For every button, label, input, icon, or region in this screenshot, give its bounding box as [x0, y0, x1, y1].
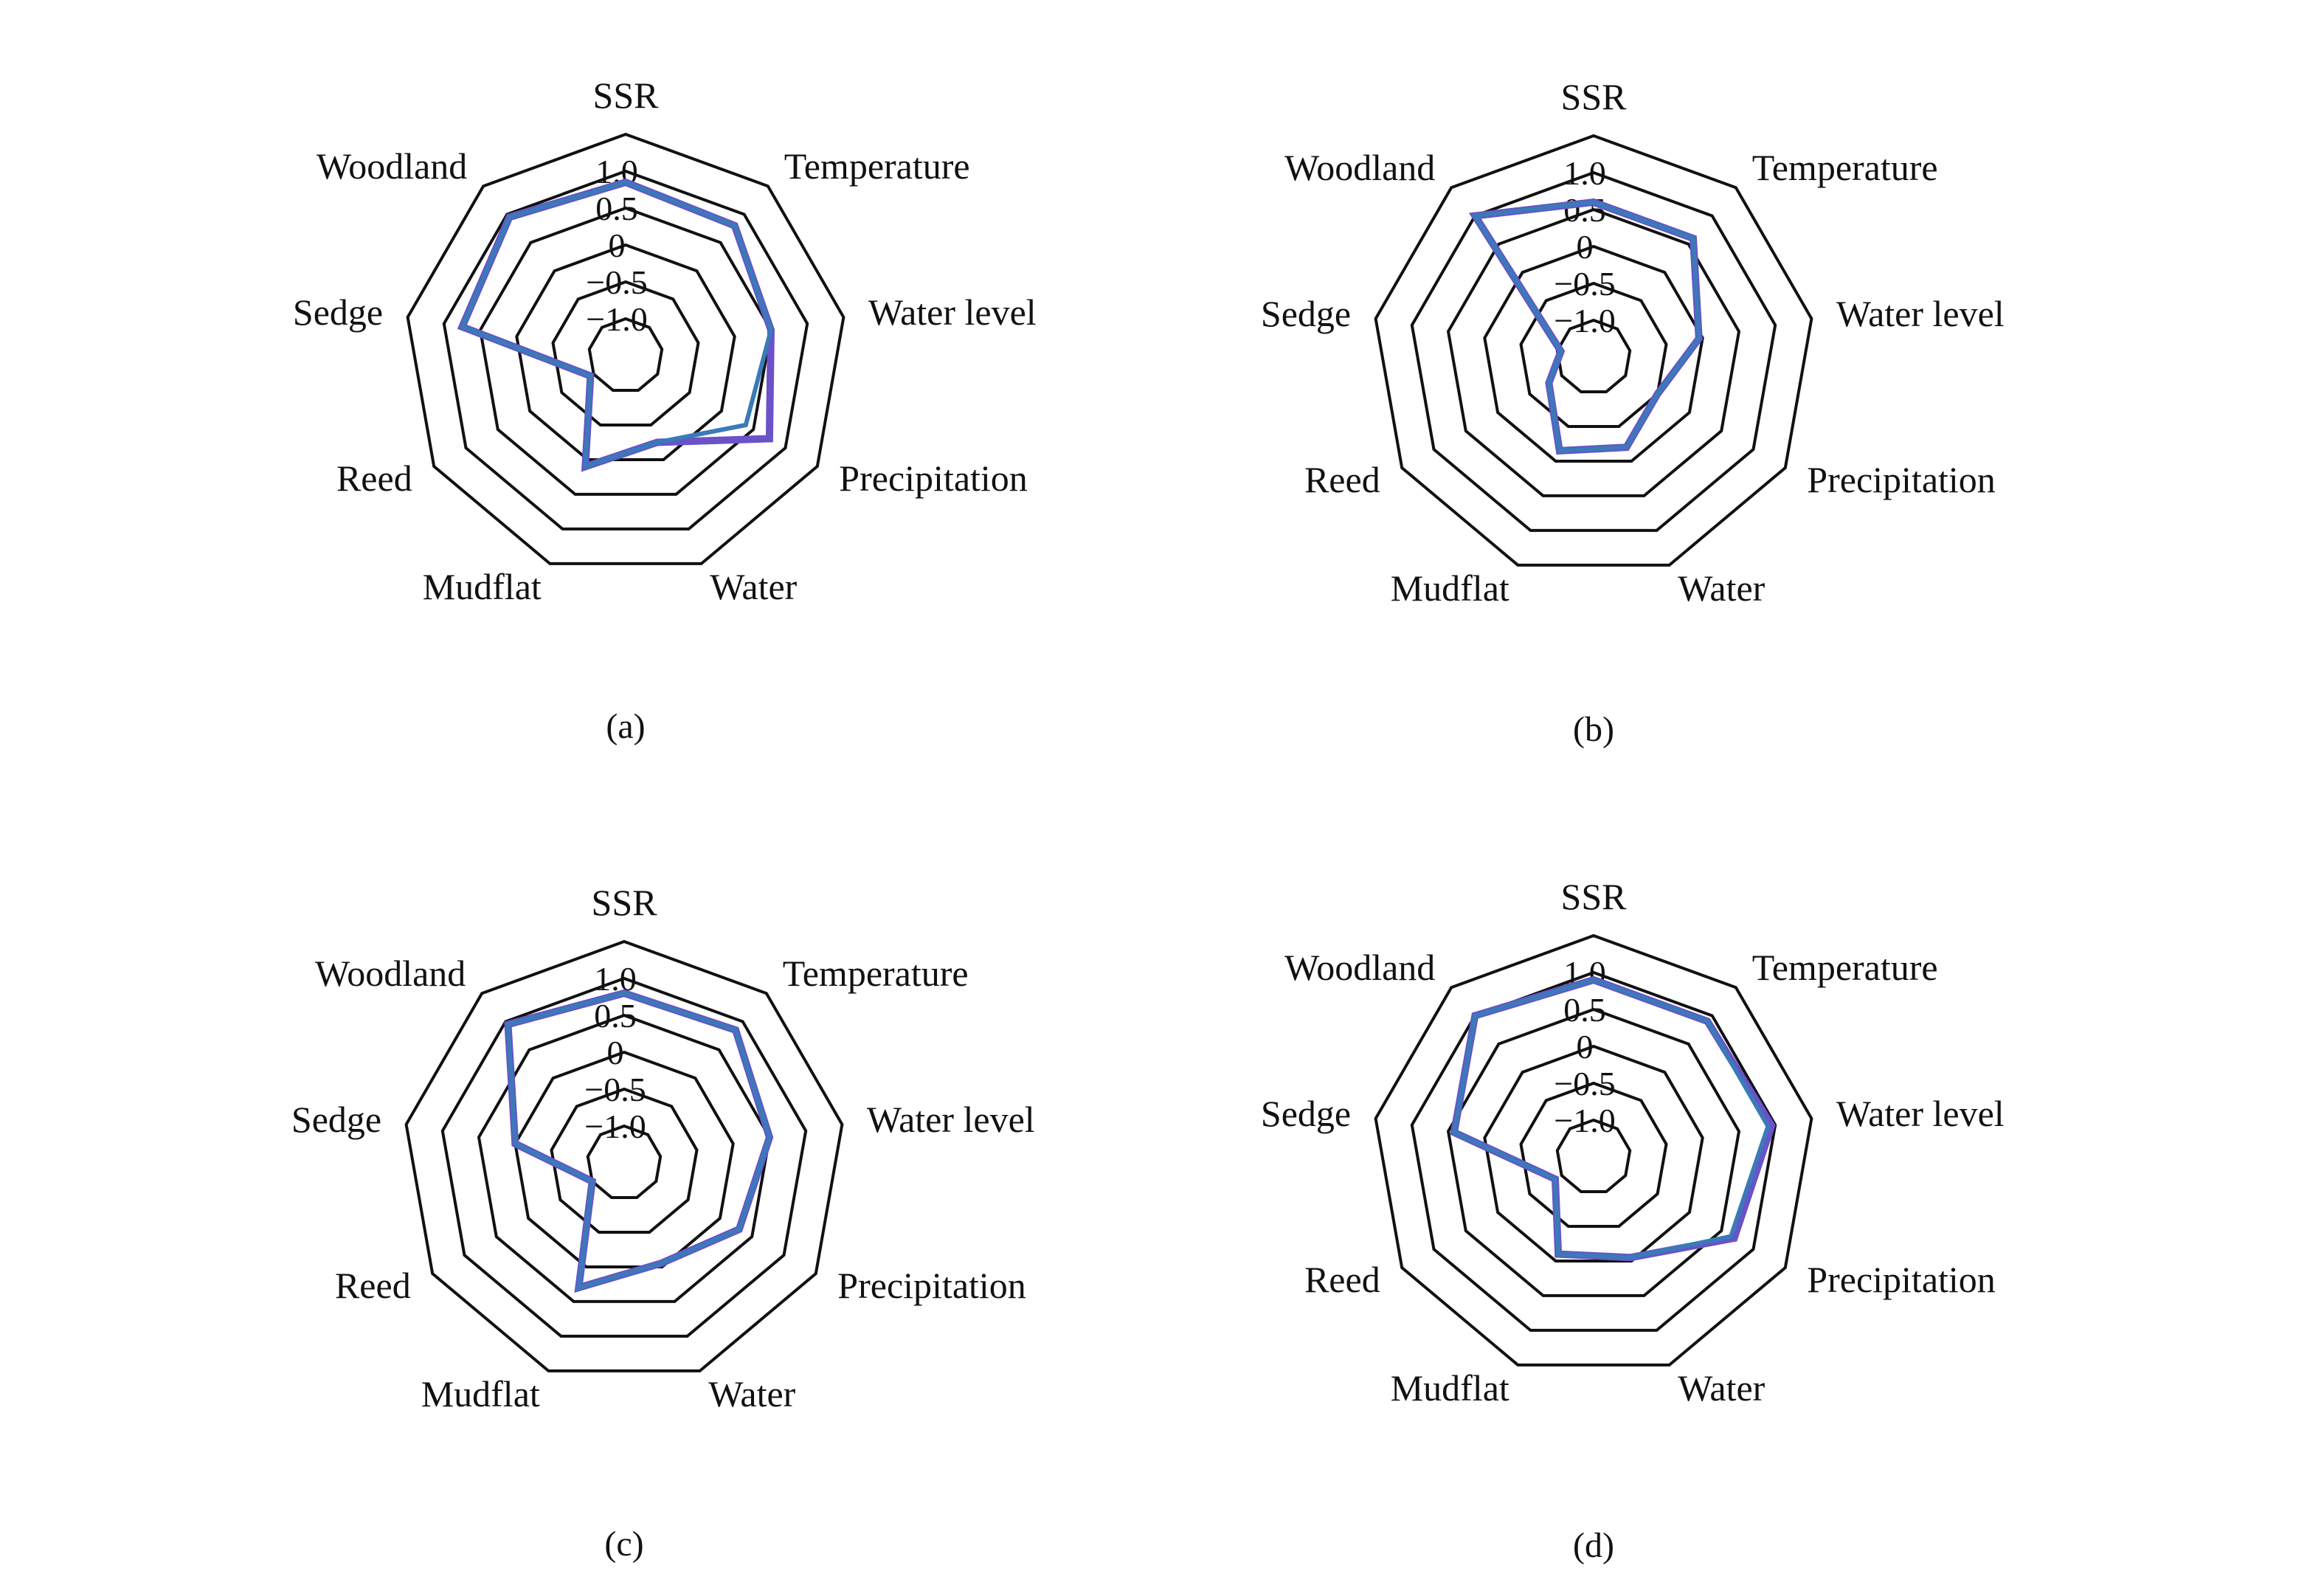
axis-label-precipitation: Precipitation	[1807, 459, 1996, 500]
axis-label-water-level: Water level	[1836, 1093, 2005, 1134]
axis-label-water-level: Water level	[1836, 293, 2005, 334]
grid-ring-2	[550, 1087, 699, 1234]
panel-label: (d)	[1573, 1526, 1614, 1565]
axis-label-mudflat: Mudflat	[423, 566, 542, 607]
axis-label-ssr: SSR	[1561, 876, 1628, 917]
grid-ring-5	[442, 169, 809, 531]
axis-label-water: Water	[1678, 1367, 1765, 1409]
axis-label-mudflat: Mudflat	[1391, 1367, 1509, 1409]
tick-label: −1.0	[1554, 1102, 1615, 1139]
grid-ring-6	[1374, 134, 1813, 567]
grid-ring-3	[515, 243, 736, 461]
axis-label-precipitation: Precipitation	[1807, 1259, 1996, 1300]
grid-ring-2	[1519, 1081, 1668, 1228]
axis-label-temperature: Temperature	[783, 953, 969, 994]
axis-label-reed: Reed	[336, 457, 412, 499]
tick-label: −1.0	[1554, 302, 1615, 339]
grid-ring-3	[513, 1050, 735, 1268]
grid-ring-4	[478, 206, 773, 496]
grid-ring-1	[587, 317, 664, 392]
grid-ring-5	[1410, 970, 1777, 1332]
axis-label-sedge: Sedge	[293, 291, 383, 333]
axis-label-water-level: Water level	[868, 291, 1037, 333]
axis-label-mudflat: Mudflat	[421, 1373, 540, 1415]
grid-ring-1	[586, 1124, 663, 1199]
grid-ring-5	[440, 976, 808, 1338]
axis-label-precipitation: Precipitation	[837, 1265, 1026, 1306]
tick-label: 0	[609, 227, 626, 264]
axis-label-temperature: Temperature	[1752, 947, 1938, 988]
axis-label-woodland: Woodland	[317, 145, 467, 187]
axis-label-water: Water	[710, 566, 797, 607]
grid-ring-6	[1374, 933, 1813, 1367]
axis-label-water-level: Water level	[867, 1099, 1035, 1140]
tick-label: 0	[607, 1034, 624, 1071]
axis-label-temperature: Temperature	[784, 145, 970, 187]
panel-label: (c)	[604, 1524, 643, 1564]
tick-label: −0.5	[1554, 265, 1615, 303]
axis-label-reed: Reed	[1304, 459, 1380, 500]
grid-ring-1	[1555, 318, 1632, 393]
tick-label: 0	[1577, 1028, 1594, 1065]
axis-label-mudflat: Mudflat	[1391, 567, 1509, 609]
series-line-2	[1471, 199, 1701, 454]
tick-label: 0	[1577, 228, 1594, 266]
axis-label-woodland: Woodland	[1284, 947, 1435, 988]
series-line-2	[505, 990, 772, 1291]
grid-ring-3	[1483, 244, 1704, 463]
tick-label: −0.5	[584, 1071, 646, 1108]
series-line-2	[459, 179, 774, 470]
panel-label: (b)	[1573, 710, 1614, 749]
grid-ring-4	[1446, 207, 1741, 497]
tick-label: 0.5	[1563, 191, 1606, 229]
grid-ring-5	[1410, 170, 1777, 532]
axis-label-ssr: SSR	[593, 75, 660, 116]
series-line-2	[1451, 977, 1771, 1260]
grid-ring-2	[551, 280, 700, 426]
axis-label-woodland: Woodland	[315, 953, 466, 994]
axis-label-ssr: SSR	[1561, 76, 1628, 117]
grid-ring-4	[477, 1013, 772, 1303]
tick-label: −1.0	[586, 300, 647, 338]
grid-ring-1	[1555, 1118, 1632, 1193]
axis-label-sedge: Sedge	[1261, 1093, 1351, 1134]
grid-ring-6	[406, 132, 845, 565]
axis-label-reed: Reed	[335, 1265, 411, 1306]
axis-label-water: Water	[708, 1373, 795, 1415]
grid-ring-3	[1483, 1044, 1704, 1263]
panel-label: (a)	[606, 707, 645, 746]
axis-label-sedge: Sedge	[291, 1099, 381, 1140]
grid-ring-4	[1446, 1007, 1741, 1297]
axis-label-ssr: SSR	[592, 882, 658, 923]
tick-label: −0.5	[1554, 1065, 1615, 1102]
axis-label-precipitation: Precipitation	[839, 457, 1028, 499]
axis-label-reed: Reed	[1304, 1259, 1380, 1300]
tick-label: 0.5	[595, 190, 638, 227]
axis-label-water: Water	[1678, 567, 1765, 609]
tick-label: 1.0	[1563, 154, 1606, 192]
axis-label-woodland: Woodland	[1284, 147, 1435, 188]
axis-label-temperature: Temperature	[1752, 147, 1938, 188]
grid-ring-2	[1519, 281, 1668, 428]
tick-label: −0.5	[586, 263, 647, 301]
tick-label: −1.0	[584, 1108, 646, 1145]
tick-label: 0.5	[1563, 991, 1606, 1029]
grid-ring-6	[404, 939, 844, 1372]
axis-label-sedge: Sedge	[1261, 293, 1351, 334]
